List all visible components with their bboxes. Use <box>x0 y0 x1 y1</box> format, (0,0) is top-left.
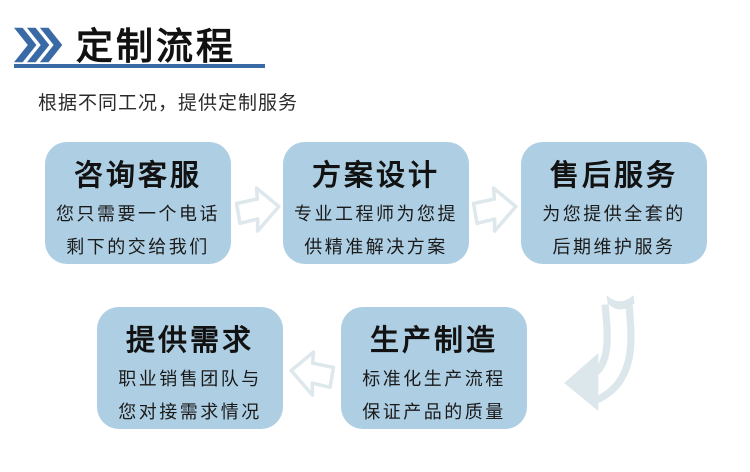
step-desc-line: 您只需要一个电话 <box>56 204 220 225</box>
step-desc-line: 职业销售团队与 <box>118 369 262 390</box>
step-box-manufacture: 生产制造 标准化生产流程 保证产品的质量 <box>341 307 527 429</box>
step-box-design: 方案设计 专业工程师为您提 供精准解决方案 <box>283 142 469 264</box>
step-desc-line: 专业工程师为您提 <box>294 204 458 225</box>
step-box-requirements: 提供需求 职业销售团队与 您对接需求情况 <box>97 307 283 429</box>
triple-chevron-right-icon <box>14 27 63 63</box>
block-arrow-right-icon <box>471 186 518 233</box>
step-title: 方案设计 <box>311 160 440 192</box>
curved-arrow-down-left-icon <box>564 293 640 411</box>
step-box-consult: 咨询客服 您只需要一个电话 剩下的交给我们 <box>45 142 231 264</box>
subtitle: 根据不同工况，提供定制服务 <box>38 93 299 114</box>
step-title: 咨询客服 <box>73 160 202 192</box>
title-underline <box>14 64 265 68</box>
step-desc-line: 供精准解决方案 <box>304 237 448 258</box>
block-arrow-left-icon <box>289 350 336 397</box>
step-title: 生产制造 <box>369 325 498 357</box>
step-desc-line: 标准化生产流程 <box>362 369 506 390</box>
step-box-aftersales: 售后服务 为您提供全套的 后期维护服务 <box>521 142 707 264</box>
step-title: 提供需求 <box>125 325 254 357</box>
step-desc-line: 剩下的交给我们 <box>66 237 210 258</box>
block-arrow-right-icon <box>234 186 281 233</box>
step-desc-line: 为您提供全套的 <box>542 204 686 225</box>
step-desc-line: 保证产品的质量 <box>362 402 506 423</box>
step-desc-line: 您对接需求情况 <box>118 402 262 423</box>
step-desc-line: 后期维护服务 <box>552 237 676 258</box>
step-title: 售后服务 <box>549 160 678 192</box>
page-title: 定制流程 <box>76 26 236 67</box>
